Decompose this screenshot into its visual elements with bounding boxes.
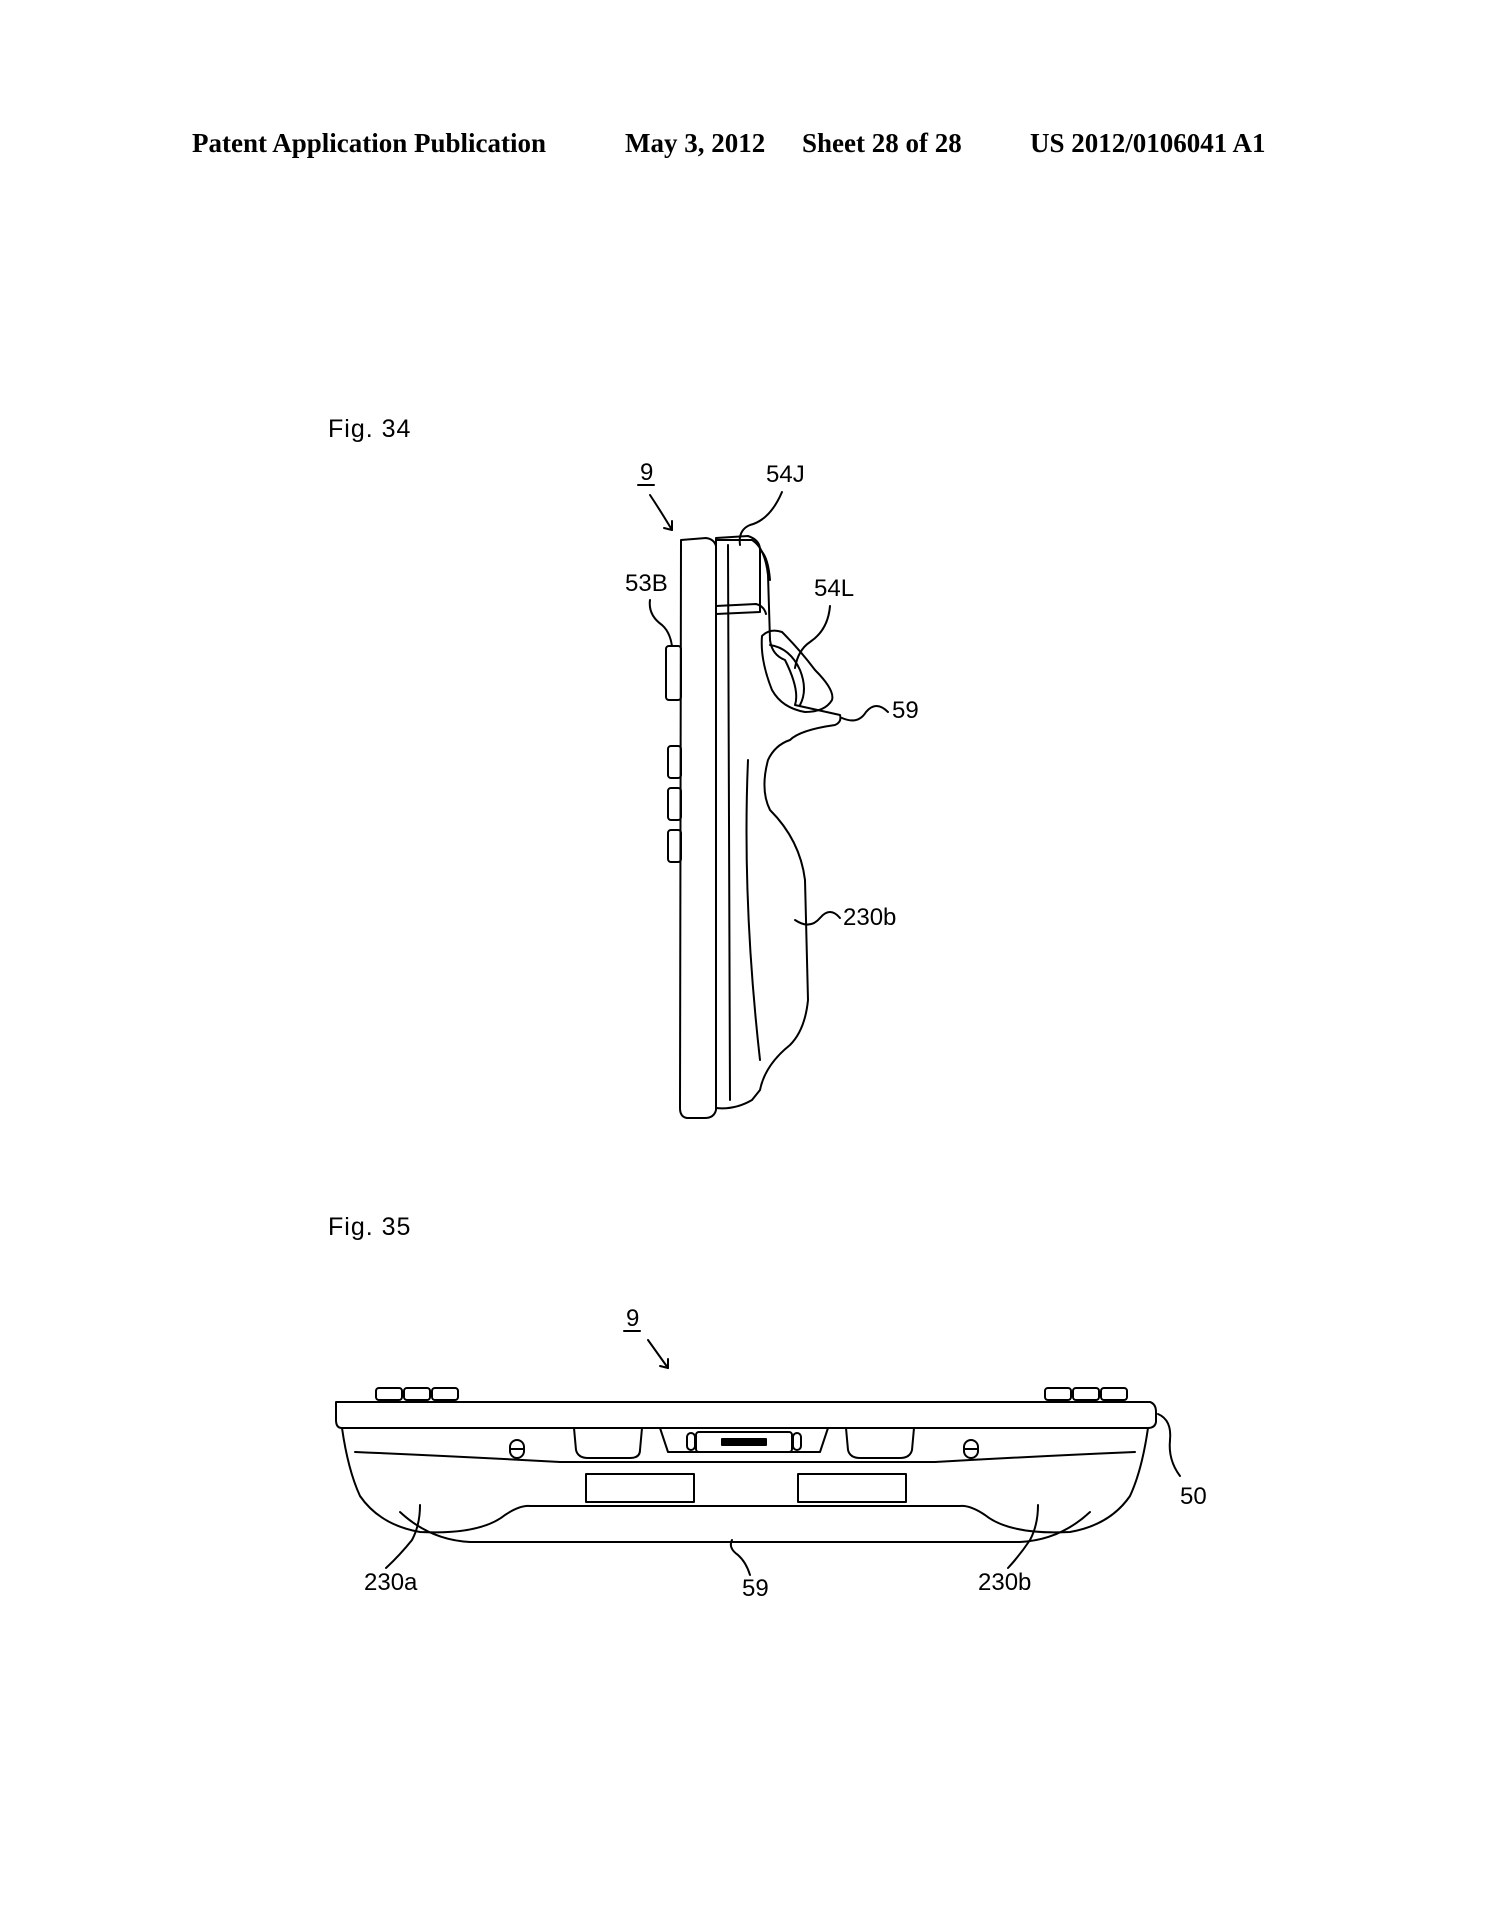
fig34-label: Fig. 34 bbox=[328, 415, 412, 443]
fig34-button-1 bbox=[667, 745, 682, 779]
fig34-trigger-crease bbox=[769, 644, 805, 706]
publication-title: Patent Application Publication bbox=[192, 128, 547, 158]
page-header: Patent Application Publication May 3, 20… bbox=[0, 128, 1489, 168]
fig35-leader-230a bbox=[385, 1504, 421, 1569]
fig34-ref-9: 9 bbox=[640, 459, 653, 486]
sheet-number: Sheet 28 of 28 bbox=[802, 128, 962, 158]
fig35-drawing: 9 50 230a 59 230b bbox=[335, 1305, 1207, 1602]
fig35-top-button-r2 bbox=[1072, 1387, 1100, 1401]
fig34-front-panel bbox=[679, 537, 717, 1119]
fig35-leader-230b bbox=[1007, 1504, 1039, 1569]
fig34-ref-9-arrow bbox=[649, 494, 673, 531]
fig34-leader-54l bbox=[794, 605, 831, 669]
fig35-label: Fig. 35 bbox=[328, 1213, 412, 1241]
fig35-top-button-l1 bbox=[375, 1387, 403, 1401]
fig34-top-button-edge bbox=[715, 603, 767, 615]
fig34-leader-59 bbox=[841, 705, 889, 722]
fig34-button-2 bbox=[667, 787, 682, 821]
fig35-connector-pin-left bbox=[686, 1432, 696, 1451]
fig35-seam bbox=[354, 1451, 1136, 1463]
fig35-window-left bbox=[585, 1473, 695, 1503]
fig35-ref-9: 9 bbox=[626, 1305, 639, 1332]
fig34-ref-53b: 53B bbox=[625, 570, 668, 597]
fig35-ref-59: 59 bbox=[742, 1575, 769, 1602]
fig34-rear-body bbox=[715, 539, 842, 1110]
fig35-top-button-l2 bbox=[403, 1387, 431, 1401]
fig34-ref-54j: 54J bbox=[766, 461, 805, 488]
fig35-ref-9-arrow bbox=[647, 1339, 669, 1369]
fig34-ref-54l: 54L bbox=[814, 575, 854, 602]
fig34-grip-shading bbox=[745, 759, 761, 1061]
fig34-top-button-side bbox=[759, 549, 771, 581]
fig34-button-3 bbox=[667, 829, 682, 863]
fig35-ref-9-arrowhead bbox=[659, 1358, 669, 1369]
fig34-top-button bbox=[715, 535, 761, 615]
fig34-ref-59: 59 bbox=[892, 697, 919, 724]
fig34-trigger bbox=[760, 629, 834, 713]
fig35-window-right bbox=[797, 1473, 907, 1503]
fig35-leader-59 bbox=[729, 1539, 751, 1576]
fig35-top-button-r3 bbox=[1100, 1387, 1128, 1401]
fig35-leader-50 bbox=[1157, 1413, 1181, 1477]
fig34-leader-230b bbox=[794, 911, 841, 926]
fig35-top-button-l3 bbox=[431, 1387, 459, 1401]
fig35-connector-slot bbox=[721, 1438, 767, 1446]
patent-number: US 2012/0106041 A1 bbox=[1030, 128, 1266, 158]
fig35-connector-pin-right bbox=[792, 1432, 802, 1451]
publication-date: May 3, 2012 bbox=[625, 128, 766, 158]
fig34-drawing: 9 54J 53B 54L 59 230b bbox=[625, 459, 919, 1119]
fig35-top-button-r1 bbox=[1044, 1387, 1072, 1401]
fig35-ref-50: 50 bbox=[1180, 1483, 1207, 1510]
fig35-recess-right bbox=[845, 1427, 915, 1459]
fig35-ref-230a: 230a bbox=[364, 1569, 418, 1596]
fig35-ridge bbox=[399, 1511, 1091, 1543]
fig35-front-panel bbox=[335, 1401, 1157, 1429]
fig34-leader-54j bbox=[738, 491, 783, 546]
fig34-ref-230b: 230b bbox=[843, 904, 896, 931]
fig34-ref-9-arrowhead bbox=[663, 520, 673, 531]
fig34-button-53b bbox=[665, 645, 682, 701]
fig34-inner-line bbox=[727, 544, 731, 1101]
fig35-housing bbox=[341, 1427, 1149, 1534]
fig34-leader-53b bbox=[648, 599, 673, 647]
fig35-ref-230b: 230b bbox=[978, 1569, 1031, 1596]
fig35-recess-left bbox=[573, 1427, 643, 1459]
